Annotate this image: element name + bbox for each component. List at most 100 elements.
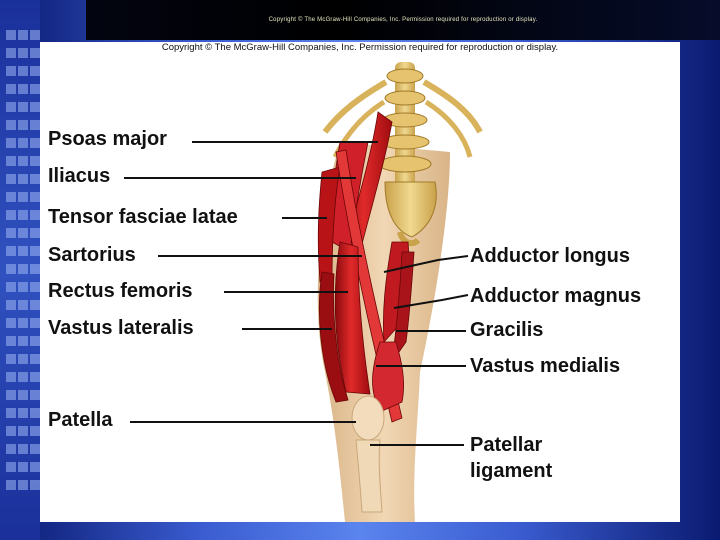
decorative-square xyxy=(6,228,16,238)
decorative-square xyxy=(6,390,16,400)
decorative-square xyxy=(6,462,16,472)
decorative-square xyxy=(30,462,40,472)
decorative-square xyxy=(6,408,16,418)
decorative-square xyxy=(30,138,40,148)
decorative-square xyxy=(30,318,40,328)
decorative-square xyxy=(18,282,28,292)
decorative-square xyxy=(6,66,16,76)
header-copyright: Copyright © The McGraw-Hill Companies, I… xyxy=(268,17,538,23)
decorative-square xyxy=(18,156,28,166)
diagram-panel: Copyright © The McGraw-Hill Companies, I… xyxy=(40,42,680,522)
decorative-square xyxy=(18,120,28,130)
decorative-square xyxy=(6,174,16,184)
top-bar xyxy=(86,0,720,40)
sacrum xyxy=(384,181,437,238)
decorative-square xyxy=(30,210,40,220)
decorative-square xyxy=(6,210,16,220)
decorative-square xyxy=(30,372,40,382)
decorative-square xyxy=(30,84,40,94)
thigh-muscle-diagram xyxy=(124,62,483,522)
decorative-square xyxy=(18,246,28,256)
decorative-square xyxy=(30,192,40,202)
decorative-square xyxy=(18,444,28,454)
vastus-medialis-muscle xyxy=(372,341,404,413)
decorative-square xyxy=(18,138,28,148)
label-vastus-medialis: Vastus medialis xyxy=(470,355,621,377)
decorative-square xyxy=(6,480,16,490)
decorative-square xyxy=(30,228,40,238)
label-psoas-major: Psoas major xyxy=(48,128,167,150)
decorative-square xyxy=(6,120,16,130)
decorative-square xyxy=(18,462,28,472)
decorative-square xyxy=(30,66,40,76)
decorative-square xyxy=(30,444,40,454)
decorative-square xyxy=(18,84,28,94)
label-patellar-ligament-line1: Patellar xyxy=(470,434,543,456)
spine xyxy=(322,62,483,202)
decorative-square xyxy=(18,408,28,418)
decorative-square xyxy=(18,102,28,112)
decorative-square xyxy=(6,282,16,292)
decorative-square xyxy=(30,30,40,40)
decorative-square xyxy=(30,300,40,310)
decorative-square xyxy=(30,174,40,184)
decorative-square xyxy=(6,444,16,454)
decorative-square xyxy=(30,480,40,490)
decorative-square xyxy=(30,156,40,166)
decorative-square xyxy=(6,48,16,58)
decorative-square xyxy=(30,336,40,346)
decorative-square xyxy=(30,48,40,58)
label-tensor-fasciae-latae: Tensor fasciae latae xyxy=(48,206,238,228)
decorative-square xyxy=(6,30,16,40)
label-patella: Patella xyxy=(48,409,113,431)
label-vastus-lateralis: Vastus lateralis xyxy=(48,317,194,339)
decorative-square xyxy=(18,228,28,238)
decorative-square xyxy=(30,120,40,130)
decorative-square xyxy=(6,84,16,94)
label-gracilis: Gracilis xyxy=(470,319,544,341)
decorative-square xyxy=(6,264,16,274)
decorative-square xyxy=(18,174,28,184)
label-adductor-longus: Adductor longus xyxy=(470,245,630,267)
label-adductor-magnus: Adductor magnus xyxy=(470,285,642,307)
leader-lines xyxy=(124,141,469,446)
decorative-square xyxy=(6,372,16,382)
decorative-square xyxy=(6,156,16,166)
decorative-square xyxy=(30,264,40,274)
decorative-square xyxy=(6,300,16,310)
patellar-ligament xyxy=(355,439,383,513)
decorative-square xyxy=(18,390,28,400)
decorative-square xyxy=(6,336,16,346)
decorative-square xyxy=(30,426,40,436)
decorative-square xyxy=(18,426,28,436)
decorative-square xyxy=(6,102,16,112)
decorative-square xyxy=(18,318,28,328)
decorative-square xyxy=(18,264,28,274)
decorative-square xyxy=(6,426,16,436)
decorative-square xyxy=(30,408,40,418)
decorative-square xyxy=(30,246,40,256)
decorative-square xyxy=(6,192,16,202)
decorative-square xyxy=(6,138,16,148)
label-sartorius: Sartorius xyxy=(48,244,136,266)
label-rectus-femoris: Rectus femoris xyxy=(48,280,193,302)
label-patellar-ligament-line2: ligament xyxy=(470,460,553,482)
decorative-square xyxy=(18,66,28,76)
decorative-square xyxy=(18,300,28,310)
label-iliacus: Iliacus xyxy=(48,165,111,187)
decorative-square xyxy=(6,318,16,328)
decorative-square xyxy=(18,336,28,346)
decorative-square xyxy=(6,246,16,256)
decorative-square xyxy=(30,390,40,400)
decorative-square xyxy=(18,210,28,220)
decorative-square xyxy=(6,354,16,364)
decorative-square xyxy=(18,30,28,40)
panel-copyright: Copyright © The McGraw-Hill Companies, I… xyxy=(161,42,559,53)
decorative-square xyxy=(30,354,40,364)
decorative-square xyxy=(18,354,28,364)
decorative-square xyxy=(18,372,28,382)
patella-bone xyxy=(351,395,385,441)
decorative-square xyxy=(18,192,28,202)
vastus-lateralis-muscle xyxy=(319,271,349,403)
decorative-square xyxy=(18,480,28,490)
